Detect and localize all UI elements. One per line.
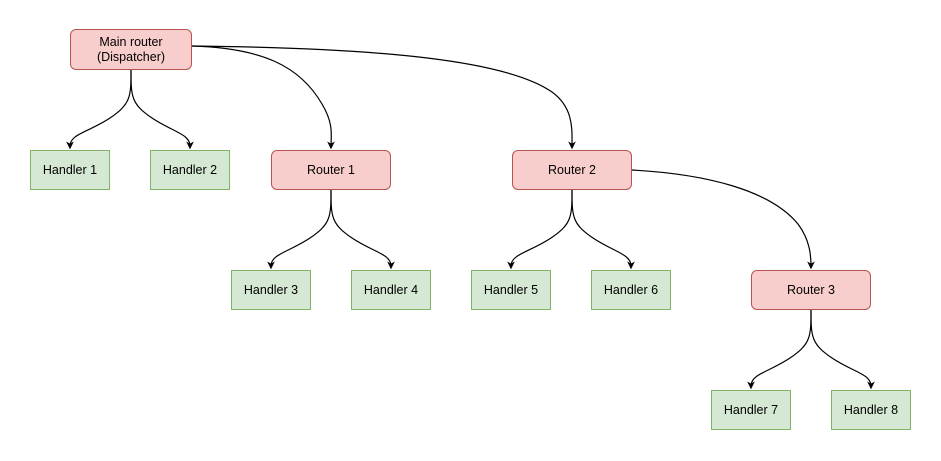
- edge-router1-to-handler4: [330, 189, 395, 270]
- edge-router2-to-handler5: [507, 189, 573, 270]
- node-label-router1: Router 1: [307, 162, 355, 177]
- node-label-main: Main router (Dispatcher): [96, 34, 166, 64]
- node-label-handler6: Handler 6: [603, 282, 659, 297]
- node-router2[interactable]: Router 2: [512, 150, 632, 190]
- node-router1[interactable]: Router 1: [271, 150, 391, 190]
- node-handler6[interactable]: Handler 6: [591, 270, 671, 310]
- node-label-handler3: Handler 3: [243, 282, 299, 297]
- edge-main-to-handler2: [130, 69, 194, 150]
- node-label-handler2: Handler 2: [162, 162, 218, 177]
- edge-main-to-router2: [191, 45, 576, 150]
- node-handler1[interactable]: Handler 1: [30, 150, 110, 190]
- node-handler7[interactable]: Handler 7: [711, 390, 791, 430]
- node-main[interactable]: Main router (Dispatcher): [70, 29, 192, 70]
- edge-main-to-handler1: [66, 69, 132, 150]
- node-handler2[interactable]: Handler 2: [150, 150, 230, 190]
- node-label-handler8: Handler 8: [843, 402, 899, 417]
- node-label-router3: Router 3: [787, 282, 835, 297]
- edge-paths: [66, 45, 875, 390]
- edge-router2-to-router3: [631, 169, 815, 270]
- edge-router2-to-handler6: [571, 189, 635, 270]
- node-label-handler7: Handler 7: [723, 402, 779, 417]
- node-handler5[interactable]: Handler 5: [471, 270, 551, 310]
- node-handler8[interactable]: Handler 8: [831, 390, 911, 430]
- edge-router1-to-handler3: [267, 189, 332, 270]
- node-label-handler1: Handler 1: [42, 162, 98, 177]
- node-handler3[interactable]: Handler 3: [231, 270, 311, 310]
- edge-router3-to-handler8: [810, 309, 875, 390]
- node-label-handler5: Handler 5: [483, 282, 539, 297]
- node-label-router2: Router 2: [548, 162, 596, 177]
- edge-router3-to-handler7: [747, 309, 812, 390]
- node-label-handler4: Handler 4: [363, 282, 419, 297]
- node-router3[interactable]: Router 3: [751, 270, 871, 310]
- edge-main-to-router1: [191, 45, 335, 150]
- node-handler4[interactable]: Handler 4: [351, 270, 431, 310]
